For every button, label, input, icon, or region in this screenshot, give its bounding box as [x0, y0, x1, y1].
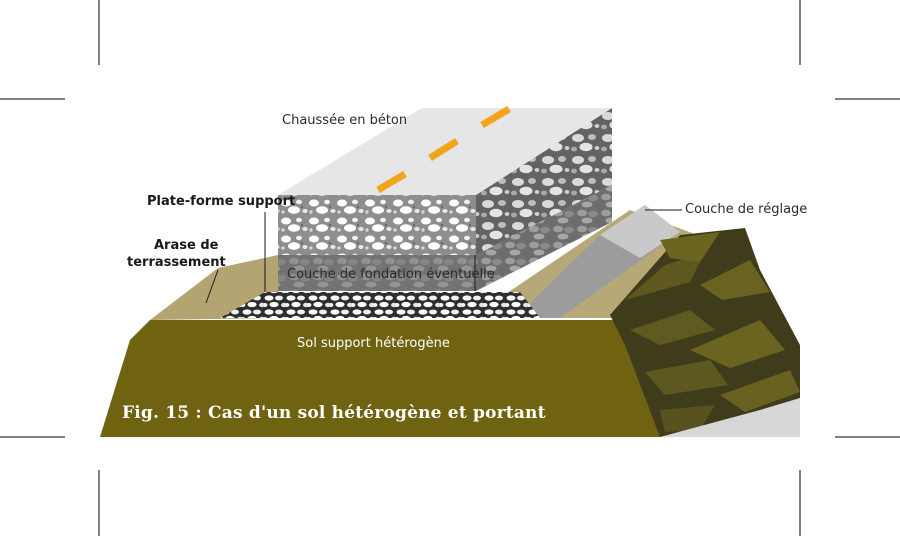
couche-reglage-top [600, 205, 680, 258]
concrete-slab-front [278, 195, 476, 255]
label-plateforme-support: Plate-forme support [147, 194, 296, 209]
label-arase-line2: terrassement [127, 255, 226, 270]
soil-side-face [660, 398, 800, 437]
label-couche-fondation: Couche de fondation éventuelle [287, 267, 495, 282]
label-couche-reglage: Couche de réglage [685, 202, 808, 217]
figure-caption: Fig. 15 : Cas d'un sol hétérogène et por… [122, 403, 546, 423]
gravel-base [220, 292, 540, 318]
couche-fondation-side [476, 185, 612, 291]
label-sol-support: Sol support hétérogène [297, 336, 450, 351]
rocky-soil [610, 228, 800, 437]
leader-lines [205, 209, 682, 304]
road-centre-stripes [376, 105, 511, 194]
label-chaussee: Chaussée en béton [282, 113, 408, 128]
concrete-slab-side [476, 108, 612, 255]
label-arase-line1: Arase de [154, 238, 219, 253]
sol-support [100, 320, 665, 437]
